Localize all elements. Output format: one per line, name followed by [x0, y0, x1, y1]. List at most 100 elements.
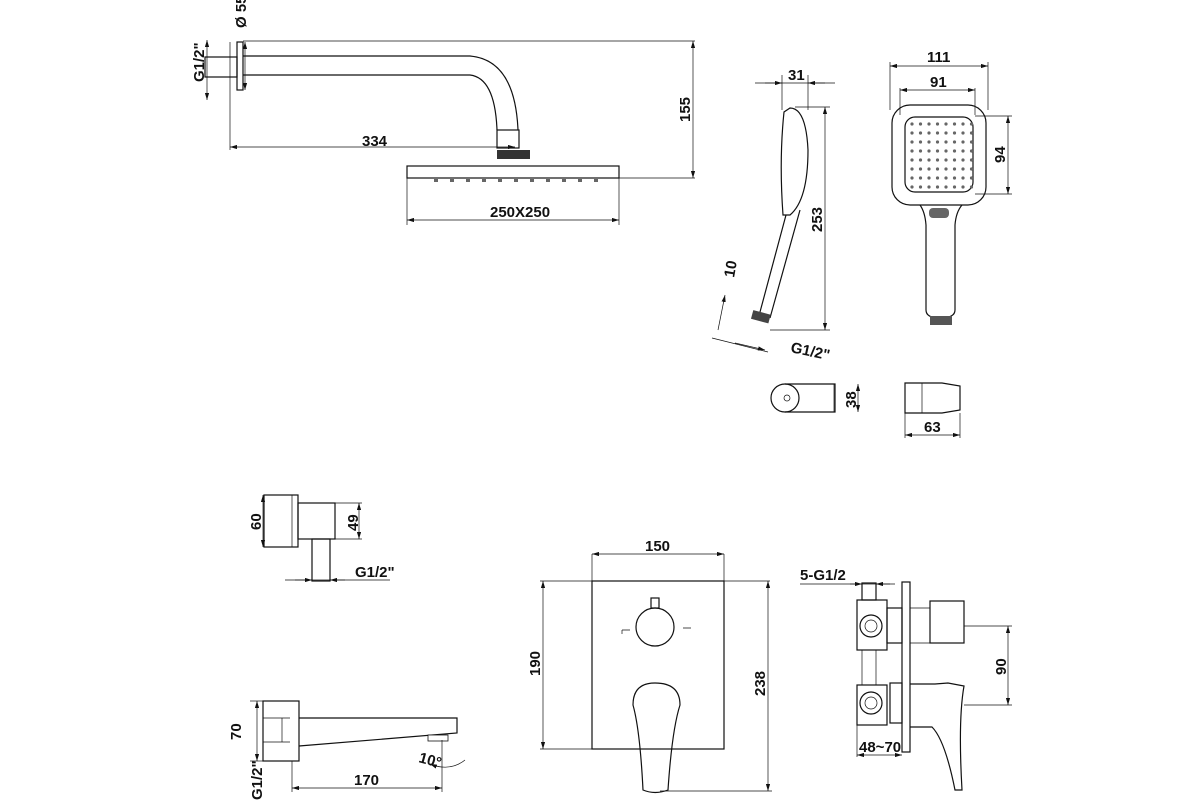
nozzle-dot: [910, 167, 914, 171]
shower-arm-view: Ø 55 G1/2" 334 155 250X250: [191, 0, 696, 225]
hand-shower-side-view: 31 253 10 G1/2": [711, 67, 835, 364]
dim-arm-length: 334: [362, 133, 388, 150]
nozzle-dot: [944, 131, 948, 135]
nozzle-dot: [935, 167, 940, 171]
holder-views: 38 63: [770, 382, 961, 438]
dim-holder-width: 63: [924, 419, 941, 436]
dim-outlet-thread: G1/2": [355, 564, 395, 581]
nozzle-dot: [961, 149, 965, 153]
mixer-front-view: 150 190 238: [527, 538, 772, 794]
nozzle-dot: [927, 158, 931, 162]
nozzle-dot: [944, 149, 948, 153]
dim-plate-height: 190: [527, 651, 544, 676]
nozzle-dot: [969, 167, 974, 171]
nozzle-dot: [969, 140, 974, 144]
nozzle-dot: [927, 167, 931, 171]
mixer-side-view: 5-G1/2 90 48~70: [800, 567, 1012, 791]
dim-hand-thread: G1/2": [789, 339, 831, 364]
nozzle-dot: [918, 149, 923, 153]
dim-hand-length: 253: [809, 207, 826, 232]
dim-plate-width: 150: [645, 538, 670, 555]
dim-spout-angle: 10°: [417, 749, 443, 771]
nozzle-dot: [927, 176, 931, 180]
nozzle-dot: [918, 140, 923, 144]
nozzle-dot: [944, 140, 948, 144]
dim-spout-length: 170: [354, 772, 379, 789]
nozzle-dot: [918, 122, 923, 126]
dim-inner-width: 91: [930, 74, 947, 91]
dim-spout-thread: G1/2": [249, 760, 266, 800]
nozzle-dot: [918, 158, 923, 162]
dim-diameter: Ø 55: [233, 0, 250, 28]
nozzle-dot: [969, 122, 974, 126]
nozzle-dot: [918, 176, 923, 180]
hand-shower-front-view: 111 91 94: [889, 49, 1012, 325]
nozzle-dot: [969, 158, 974, 162]
nozzle-dot: [918, 167, 923, 171]
nozzle-dot: [935, 122, 940, 126]
dim-spout-height: 70: [228, 723, 245, 740]
nozzle-dot: [910, 131, 914, 135]
nozzle-dot: [952, 122, 957, 126]
nozzle-dot: [910, 176, 914, 180]
dim-hand-depth: 31: [788, 67, 805, 84]
nozzle-dot: [961, 158, 965, 162]
dim-arm-thread: G1/2": [191, 42, 208, 82]
nozzle-dot: [927, 140, 931, 144]
dim-face-height: 94: [992, 146, 1009, 163]
spout-view: 70 G1/2" 170 10°: [228, 700, 466, 800]
nozzle-dot: [910, 185, 914, 189]
nozzle-dot: [952, 176, 957, 180]
nozzle-dot: [935, 131, 940, 135]
nozzle-dot: [952, 167, 957, 171]
dim-depth: 48~70: [859, 739, 901, 756]
nozzle-dot: [969, 131, 974, 135]
nozzle-dot: [935, 140, 940, 144]
nozzle-dot: [935, 176, 940, 180]
nozzle-dot: [969, 185, 974, 189]
nozzle-dot: [910, 122, 914, 126]
nozzle-dot: [944, 167, 948, 171]
nozzle-dot: [935, 149, 940, 153]
dim-connections: 5-G1/2: [800, 567, 846, 584]
nozzle-dot: [952, 185, 957, 189]
nozzle-dot: [927, 149, 931, 153]
dim-head-size: 250X250: [490, 204, 550, 221]
nozzle-dot: [918, 185, 923, 189]
nozzle-dot: [961, 131, 965, 135]
dim-outlet-outer: 60: [248, 513, 265, 530]
nozzle-dot: [944, 176, 948, 180]
nozzle-dot: [961, 176, 965, 180]
dim-arm-height: 155: [677, 97, 694, 122]
nozzle-dot: [961, 140, 965, 144]
nozzle-dot: [961, 185, 965, 189]
wall-outlet-view: 60 49 G1/2": [248, 494, 395, 583]
nozzle-dot: [944, 122, 948, 126]
dim-outer-width: 111: [927, 49, 950, 66]
nozzle-dot: [935, 185, 940, 189]
nozzle-dot: [952, 158, 957, 162]
nozzle-dot: [927, 122, 931, 126]
nozzle-dot: [961, 122, 965, 126]
dim-total-height: 238: [752, 671, 769, 696]
nozzle-dot: [952, 140, 957, 144]
nozzle-dot: [910, 158, 914, 162]
nozzle-dot: [952, 131, 957, 135]
nozzle-dot: [918, 131, 923, 135]
nozzle-dot: [927, 131, 931, 135]
nozzle-dot: [952, 149, 957, 153]
nozzle-dot: [944, 185, 948, 189]
nozzle-dot: [927, 185, 931, 189]
nozzle-dot: [944, 158, 948, 162]
dim-spacing: 90: [993, 658, 1010, 675]
nozzle-dot: [969, 149, 974, 153]
dim-angle-offset: 10: [721, 259, 741, 278]
nozzle-dot: [910, 140, 914, 144]
nozzle-dot: [961, 167, 965, 171]
dim-holder-height: 38: [843, 391, 860, 408]
nozzle-dot: [935, 158, 940, 162]
dim-outlet-inner: 49: [345, 514, 362, 531]
nozzle-dot: [910, 149, 914, 153]
